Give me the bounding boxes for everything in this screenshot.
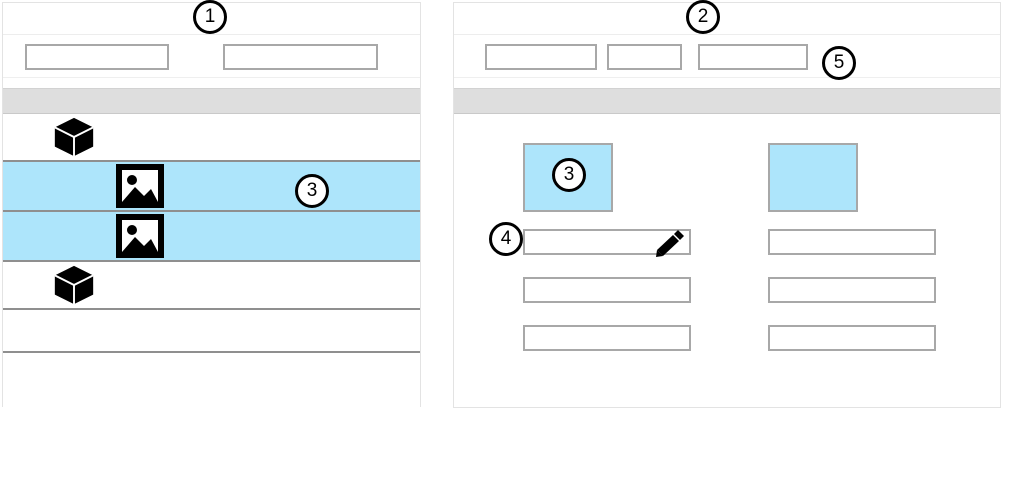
right-filter-field-2[interactable] (607, 44, 682, 70)
callout-label: 5 (833, 52, 845, 73)
detail-field-right-1[interactable] (768, 229, 936, 255)
detail-field-left-2[interactable] (523, 277, 691, 303)
table-row[interactable] (3, 262, 420, 310)
right-panel-title-bar (454, 3, 1000, 35)
callout-marker-3-thumbnail: 3 (552, 158, 586, 192)
detail-field-right-3[interactable] (768, 325, 936, 351)
detail-field-right-2[interactable] (768, 277, 936, 303)
table-row[interactable] (3, 353, 420, 407)
left-filter-field-2[interactable] (223, 44, 378, 70)
callout-marker-1: 1 (193, 0, 227, 34)
detail-panel (453, 2, 1001, 408)
right-filter-field-1[interactable] (485, 44, 597, 70)
callout-label: 4 (500, 228, 512, 249)
left-filter-bar (3, 35, 420, 78)
table-row[interactable] (3, 212, 420, 262)
cube-icon (51, 262, 97, 308)
right-filter-bar (454, 35, 1000, 78)
callout-marker-4: 4 (489, 222, 523, 256)
right-filter-field-3[interactable] (698, 44, 808, 70)
left-row-list (3, 114, 420, 407)
image-icon (113, 161, 167, 211)
callout-marker-3-left-row: 3 (295, 174, 329, 208)
callout-label: 3 (306, 180, 318, 201)
left-filter-field-1[interactable] (25, 44, 169, 70)
callout-label: 2 (697, 6, 709, 27)
table-row[interactable] (3, 114, 420, 162)
thumbnail-secondary[interactable] (768, 143, 858, 212)
right-column-header (454, 88, 1000, 114)
left-column-header (3, 88, 420, 114)
pencil-icon[interactable] (655, 229, 685, 257)
cube-icon (51, 114, 97, 160)
table-row[interactable] (3, 310, 420, 353)
image-icon (113, 211, 167, 261)
callout-label: 1 (204, 6, 216, 27)
detail-field-left-1[interactable] (523, 229, 691, 257)
callout-label: 3 (563, 164, 575, 185)
detail-field-left-3[interactable] (523, 325, 691, 351)
detail-form-area (454, 115, 1000, 407)
callout-marker-5: 5 (822, 46, 856, 80)
table-row[interactable] (3, 162, 420, 212)
callout-marker-2: 2 (686, 0, 720, 34)
list-panel (2, 2, 421, 407)
